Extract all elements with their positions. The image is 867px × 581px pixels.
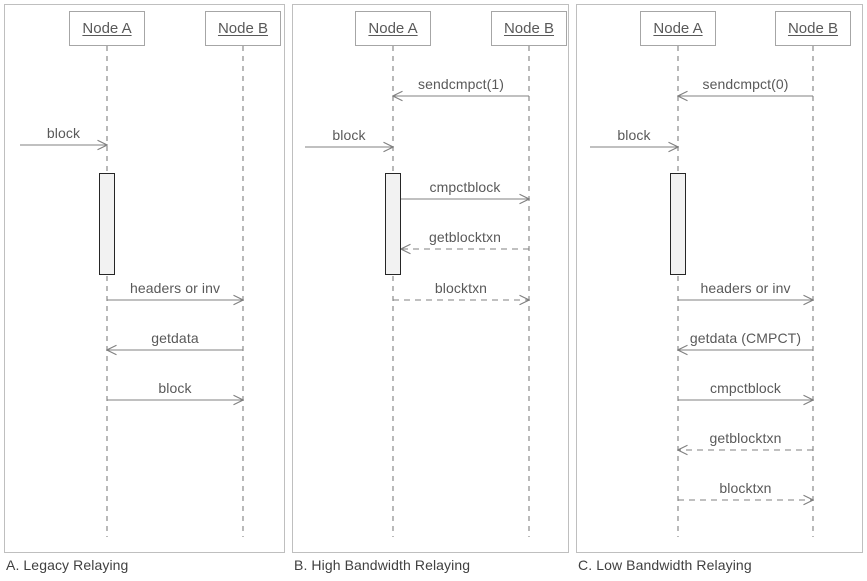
node-head-label: Node B bbox=[787, 20, 839, 37]
message-label-headers-or-inv-panel-a: headers or inv bbox=[129, 280, 221, 296]
node-head-node-a-panel-b: Node A bbox=[355, 11, 431, 46]
activation-bar-panel-c bbox=[670, 173, 686, 275]
message-label-getdata-cmpct-panel-c: getdata (CMPCT) bbox=[689, 330, 802, 346]
node-head-node-a-panel-c: Node A bbox=[640, 11, 716, 46]
panel-legacy-relaying bbox=[4, 4, 285, 553]
node-head-node-b-panel-b: Node B bbox=[491, 11, 567, 46]
message-label-getblocktxn-panel-b: getblocktxn bbox=[429, 229, 501, 245]
message-label-sendcmpct-0-panel-c: sendcmpct(0) bbox=[702, 76, 789, 92]
message-label-cmpctblock-panel-c: cmpctblock bbox=[709, 380, 782, 396]
node-head-label: Node A bbox=[82, 20, 132, 37]
message-label-block-panel-a: block bbox=[46, 125, 81, 141]
message-label-headers-or-inv-panel-c: headers or inv bbox=[700, 280, 791, 296]
node-head-label: Node A bbox=[653, 20, 703, 37]
activation-bar-panel-b bbox=[385, 173, 401, 275]
message-label-block-panel-a: block bbox=[158, 380, 192, 396]
message-label-block-panel-c: block bbox=[617, 127, 651, 143]
message-label-cmpctblock-panel-b: cmpctblock bbox=[429, 179, 501, 195]
message-label-block-panel-b: block bbox=[332, 127, 366, 143]
message-label-sendcmpct-1-panel-b: sendcmpct(1) bbox=[417, 76, 505, 92]
message-label-getdata-panel-a: getdata bbox=[151, 330, 199, 346]
message-label-blocktxn-panel-b: blocktxn bbox=[434, 280, 488, 296]
node-head-node-b-panel-a: Node B bbox=[205, 11, 281, 46]
node-head-node-b-panel-c: Node B bbox=[775, 11, 851, 46]
activation-bar-panel-a bbox=[99, 173, 115, 275]
node-head-label: Node A bbox=[368, 20, 418, 37]
caption-panel-b: B. High Bandwidth Relaying bbox=[294, 557, 471, 573]
node-head-label: Node B bbox=[217, 20, 269, 37]
caption-panel-c: C. Low Bandwidth Relaying bbox=[578, 557, 752, 573]
node-head-label: Node B bbox=[503, 20, 555, 37]
message-label-getblocktxn-panel-c: getblocktxn bbox=[709, 430, 782, 446]
node-head-node-a-panel-a: Node A bbox=[69, 11, 145, 46]
message-label-blocktxn-panel-c: blocktxn bbox=[719, 480, 772, 496]
caption-panel-a: A. Legacy Relaying bbox=[6, 557, 129, 573]
